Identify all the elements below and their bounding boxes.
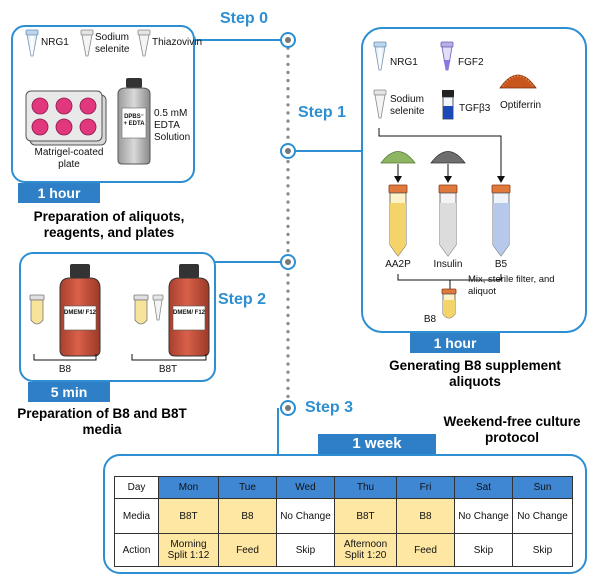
table-cell: Skip [512, 533, 573, 567]
table-cell: B8T [158, 498, 219, 534]
dpbs-bottle-icon [117, 78, 151, 165]
tube-label: B5 [494, 259, 508, 270]
row-label: Action [114, 533, 159, 567]
dmem-bottle-text: DMEM/ F12 [173, 310, 206, 316]
header-cell: Mon [158, 476, 219, 499]
step1-box [361, 27, 587, 333]
microtube-icon [152, 294, 164, 321]
timeline [277, 38, 290, 455]
step2-caption: Preparation of B8 and B8T media [17, 406, 187, 437]
reagent-label: Optiferrin [500, 100, 542, 111]
b8-aliquot-tube-icon [441, 288, 457, 319]
reagent-label: TGFβ3 [459, 103, 491, 114]
tube-label: AA2P [385, 259, 411, 270]
dpbs-bottle-text: DPBS⁻ + EDTA [123, 114, 145, 127]
plate-label: Matrigel-coated plate [34, 147, 104, 170]
table-cell: No Change [454, 498, 513, 534]
reagent-label: Thiazovivin [152, 37, 203, 48]
microtube-icon [373, 41, 387, 71]
reagent-label: FGF2 [458, 57, 484, 68]
table-cell: B8T [334, 498, 397, 534]
edta-solution-label: 0.5 mM EDTA Solution [154, 108, 191, 143]
conical-tube-icon [491, 184, 511, 257]
table-cell: No Change [512, 498, 573, 534]
powder-pile-icon [430, 151, 466, 183]
step2-label: Step 2 [218, 291, 267, 308]
table-cell: Feed [218, 533, 277, 567]
conical-tube-icon [388, 184, 408, 257]
microtube-icon [80, 29, 94, 57]
b8-aliquot-label: B8 [423, 314, 437, 325]
mixing-arrows [378, 128, 505, 183]
step0-caption: Preparation of aliquots, reagents, and p… [33, 209, 185, 240]
header-cell: Day [114, 476, 159, 499]
step0-label: Step 0 [220, 10, 269, 27]
step2-duration: 5 min [28, 382, 110, 402]
microtube-icon [440, 41, 454, 71]
step3-duration: 1 week [318, 434, 436, 454]
microtube-icon [373, 89, 387, 119]
powder-pile-icon [499, 74, 537, 89]
header-cell: Sat [454, 476, 513, 499]
dmem-bottle-text: DMEM/ F12 [64, 310, 97, 316]
microtube-icon [25, 29, 39, 57]
reagent-label: NRG1 [390, 57, 418, 68]
header-cell: Thu [334, 476, 397, 499]
microtube-icon [137, 29, 151, 57]
media-bottle-icon [168, 264, 210, 357]
media-bottle-icon [59, 264, 101, 357]
step0-duration: 1 hour [18, 183, 100, 203]
step3-label: Step 3 [305, 399, 354, 416]
reagent-label: Sodium selenite [95, 32, 130, 55]
media-brackets [33, 354, 207, 361]
reagent-label: Sodium selenite [390, 94, 425, 117]
table-cell: B8 [396, 498, 455, 534]
header-cell: Fri [396, 476, 455, 499]
table-cell: No Change [276, 498, 335, 534]
vial-icon [442, 90, 454, 120]
table-cell: Skip [454, 533, 513, 567]
step1-label: Step 1 [298, 104, 347, 121]
step3-caption: Weekend-free culture protocol [443, 414, 581, 445]
culture-plate-icon [25, 90, 107, 146]
medium-label: B8T [158, 364, 178, 375]
timeline-nodes [280, 32, 296, 416]
reagent-label: NRG1 [41, 37, 69, 48]
microtube-icon [29, 294, 45, 325]
header-cell: Tue [218, 476, 277, 499]
table-cell: Skip [276, 533, 335, 567]
conical-tube-icon [438, 184, 458, 257]
microtube-icon [133, 294, 149, 325]
mix-note: Mix, sterile filter, and aliquot [468, 274, 555, 297]
table-row: Action Morning Split 1:12 Feed Skip Afte… [114, 533, 573, 567]
table-cell: Afternoon Split 1:20 [334, 533, 397, 567]
powder-pile-icon [380, 151, 416, 183]
table-cell: Morning Split 1:12 [158, 533, 219, 567]
table-cell: Feed [396, 533, 455, 567]
table-cell: B8 [218, 498, 277, 534]
tube-label: Insulin [433, 259, 463, 270]
step1-duration: 1 hour [410, 333, 500, 353]
table-header-row: Day Mon Tue Wed Thu Fri Sat Sun [114, 476, 573, 499]
row-label: Media [114, 498, 159, 534]
medium-label: B8 [58, 364, 72, 375]
weekly-schedule-table: Day Mon Tue Wed Thu Fri Sat Sun Media B8… [114, 476, 573, 567]
header-cell: Wed [276, 476, 335, 499]
header-cell: Sun [512, 476, 573, 499]
step1-caption: Generating B8 supplement aliquots [389, 358, 561, 389]
table-row: Media B8T B8 No Change B8T B8 No Change … [114, 498, 573, 534]
